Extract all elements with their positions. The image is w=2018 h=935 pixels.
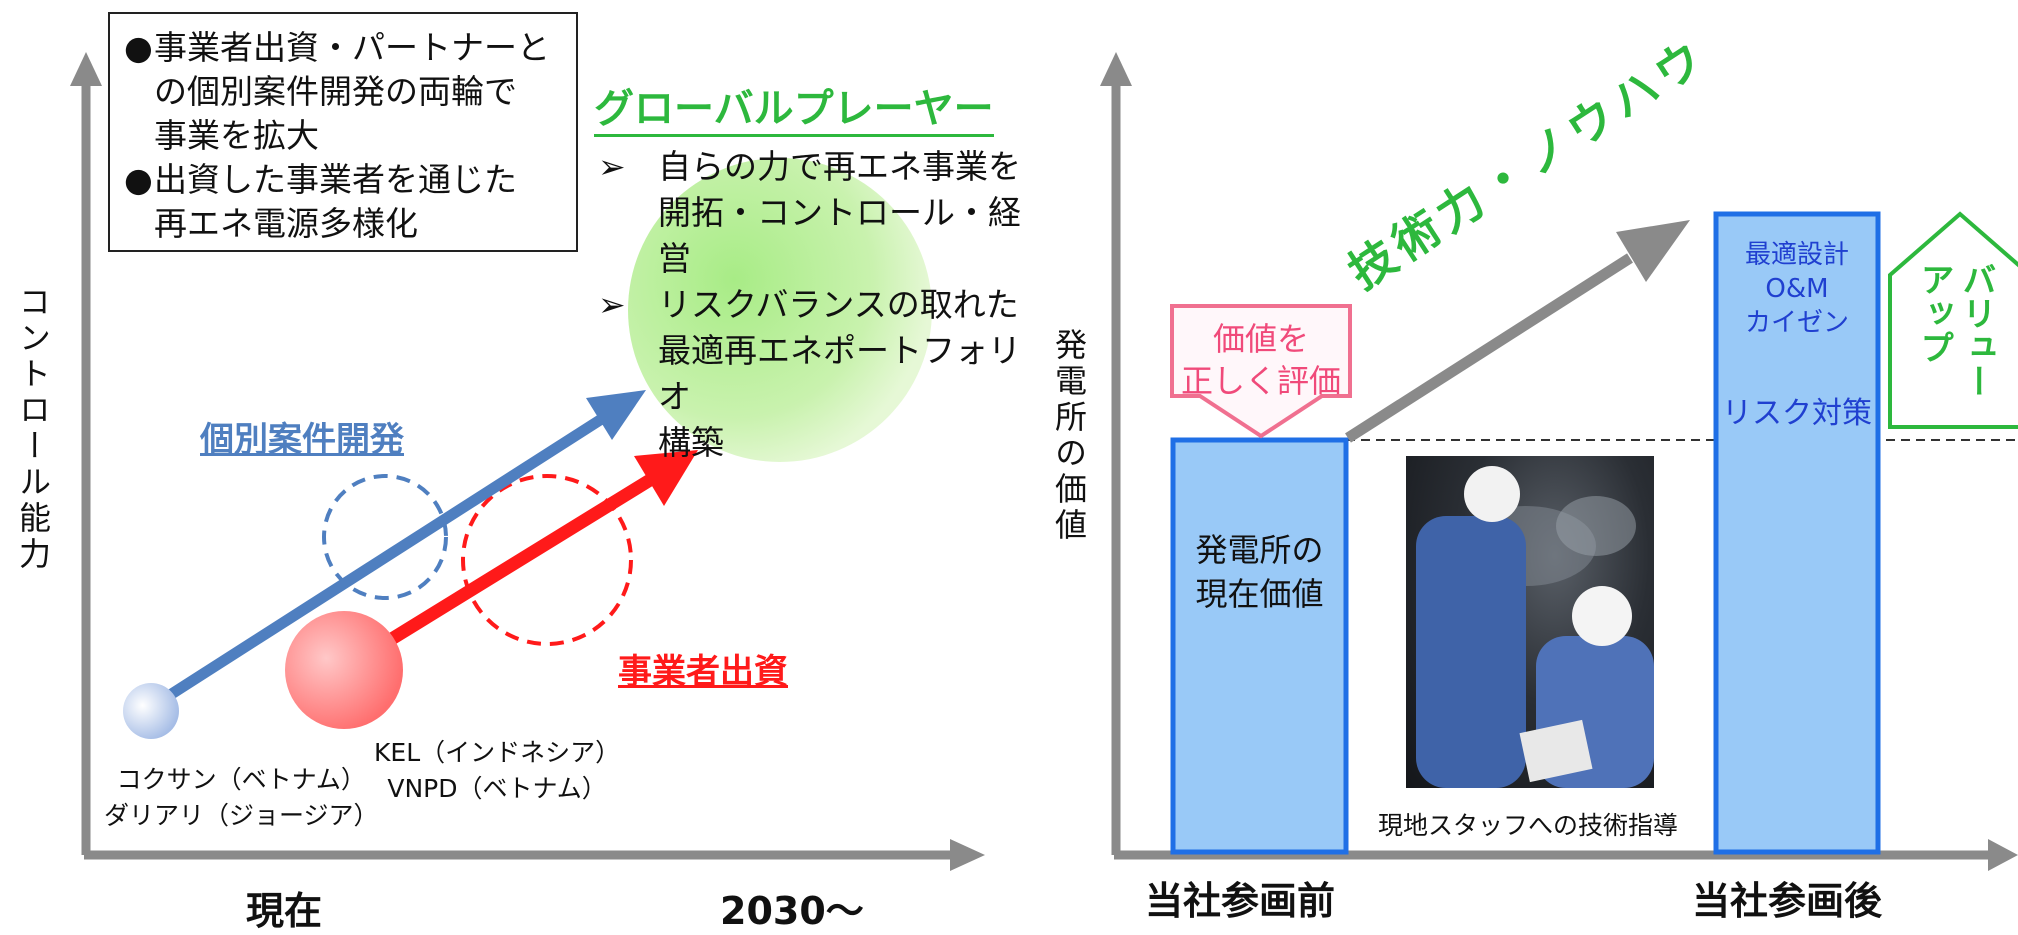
evaluate-callout xyxy=(1170,304,1352,439)
global-player-item: ➢ 自らの力で再エネ事業を 開拓・コントロール・経営 xyxy=(598,147,1021,278)
global-player-item: ➢ リスクバランスの取れた 最適再エネポートフォリオ 構築 xyxy=(598,285,1021,462)
note-box: ● 事業者出資・パートナーと の個別案件開発の両輪で 事業を拡大 ● 出資した事… xyxy=(108,12,578,252)
before-value-bar xyxy=(1170,437,1349,855)
value-up-col-2: アップ xyxy=(1914,262,1954,364)
individual-dev-arrow xyxy=(167,390,646,700)
note-line: 出資した事業者を通じた xyxy=(154,160,517,199)
before-bar-text: 発電所の 現在価値 xyxy=(1195,531,1324,613)
onsite-training-photo xyxy=(1406,456,1654,788)
note-bullet: ● 事業者出資・パートナーと の個別案件開発の両輪で 事業を拡大 xyxy=(124,28,550,155)
red-dashed-circle xyxy=(461,474,633,646)
red-origin-circle xyxy=(285,611,403,729)
left-axes xyxy=(70,52,985,871)
photo-caption: 現地スタッフへの技術指導 xyxy=(1378,811,1679,840)
global-player-list: ➢ 自らの力で再エネ事業を 開拓・コントロール・経営 ➢ リスクバランスの取れた… xyxy=(598,144,1028,466)
global-player-circle xyxy=(628,158,932,462)
after-bar-risk: リスク対策 xyxy=(1722,396,1872,431)
right-y-axis-label: 発電所の価値 xyxy=(1050,328,1088,544)
note-line: の個別案件開発の両輪で xyxy=(154,72,517,111)
global-player-title: グローバルプレーヤー xyxy=(594,84,994,137)
individual-dev-label: 個別案件開発 xyxy=(200,420,404,460)
x-axis-end: 2030〜 xyxy=(720,889,864,933)
investment-label: 事業者出資 xyxy=(618,652,788,692)
after-bar-measures: 最適設計 O&M カイゼン xyxy=(1744,240,1849,338)
value-up-house xyxy=(1888,211,2018,429)
after-value-bar xyxy=(1713,211,1881,855)
blue-dashed-circle xyxy=(322,474,448,600)
x-label-after: 当社参画後 xyxy=(1692,879,1883,923)
note-bullet: ● 出資した事業者を通じた 再エネ電源多様化 xyxy=(124,160,517,243)
red-origin-labels: KEL（インドネシア） VNPD（ベトナム） xyxy=(374,738,621,803)
note-line: 事業者出資・パートナーと xyxy=(154,28,550,67)
left-y-axis-label: コントロール能力 xyxy=(14,285,52,573)
note-line: 事業を拡大 xyxy=(154,116,319,155)
right-axes xyxy=(1100,52,2018,871)
value-up-col-1: バリュー xyxy=(1956,262,1996,398)
note-line: 再エネ電源多様化 xyxy=(154,204,418,243)
investment-arrow xyxy=(386,450,698,646)
evaluate-callout-text: 価値を 正しく評価 xyxy=(1180,320,1341,400)
tech-arrow xyxy=(1345,220,1690,443)
x-label-before: 当社参画前 xyxy=(1145,879,1336,923)
blue-origin-labels: コクサン（ベトナム） ダリアリ（ジョージア） xyxy=(104,765,379,830)
blue-origin-circle xyxy=(123,683,179,739)
x-axis-start: 現在 xyxy=(246,889,323,933)
